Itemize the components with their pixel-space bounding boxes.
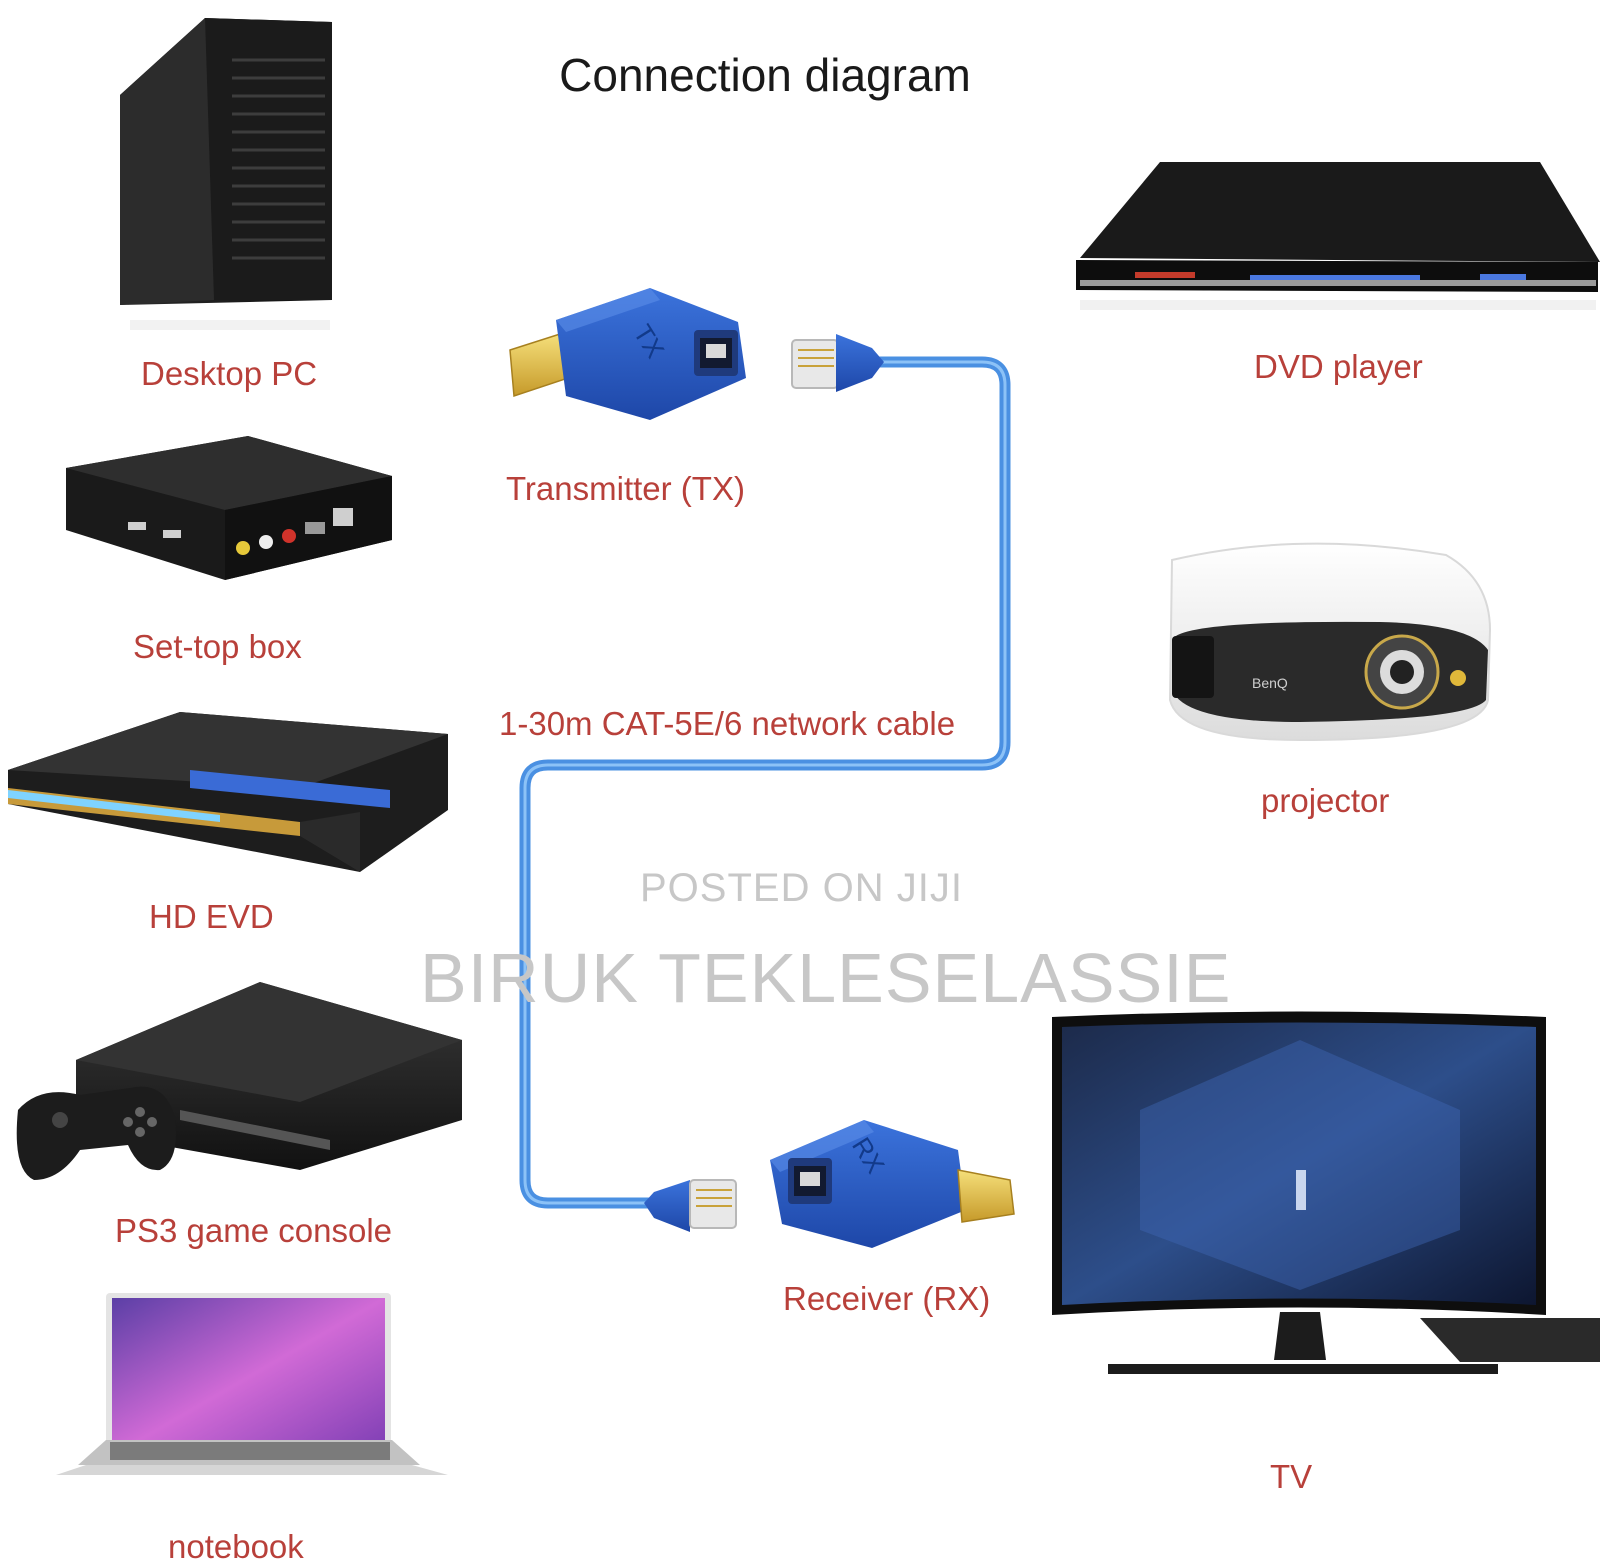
projector-icon: BenQ bbox=[1168, 542, 1492, 742]
label-set-top-box: Set-top box bbox=[133, 628, 302, 665]
label-hd-evd: HD EVD bbox=[149, 898, 274, 935]
hd-evd-player-icon bbox=[8, 712, 448, 872]
game-controller-icon bbox=[16, 1086, 176, 1180]
tv-monitor-icon bbox=[1052, 1011, 1600, 1374]
dvd-player-icon bbox=[1076, 162, 1600, 310]
transmitter-adapter-icon bbox=[509, 288, 746, 420]
rj45-plug-top-icon bbox=[791, 334, 884, 392]
label-receiver: Receiver (RX) bbox=[783, 1280, 991, 1317]
rj45-plug-bottom-icon bbox=[644, 1179, 737, 1232]
label-transmitter: Transmitter (TX) bbox=[506, 470, 745, 507]
set-top-box-icon bbox=[66, 436, 392, 580]
label-ps3-game-console: PS3 game console bbox=[115, 1212, 393, 1249]
watermark-owner: BIRUK TEKLESELASSIE bbox=[420, 939, 1232, 1017]
label-desktop-pc: Desktop PC bbox=[141, 355, 318, 392]
notebook-laptop-icon bbox=[56, 1293, 448, 1475]
label-tv: TV bbox=[1270, 1458, 1313, 1495]
network-cable bbox=[519, 356, 1011, 1209]
diagram-title: Connection diagram bbox=[559, 49, 971, 101]
projector-brand: BenQ bbox=[1252, 675, 1288, 691]
label-projector: projector bbox=[1261, 782, 1390, 819]
receiver-adapter-icon bbox=[770, 1120, 1015, 1248]
label-dvd-player: DVD player bbox=[1254, 348, 1423, 385]
label-notebook: notebook bbox=[168, 1528, 304, 1565]
desktop-pc-icon bbox=[120, 18, 332, 330]
label-network-cable: 1-30m CAT-5E/6 network cable bbox=[499, 705, 956, 742]
watermark-posted-on: POSTED ON JIJI bbox=[640, 866, 963, 910]
